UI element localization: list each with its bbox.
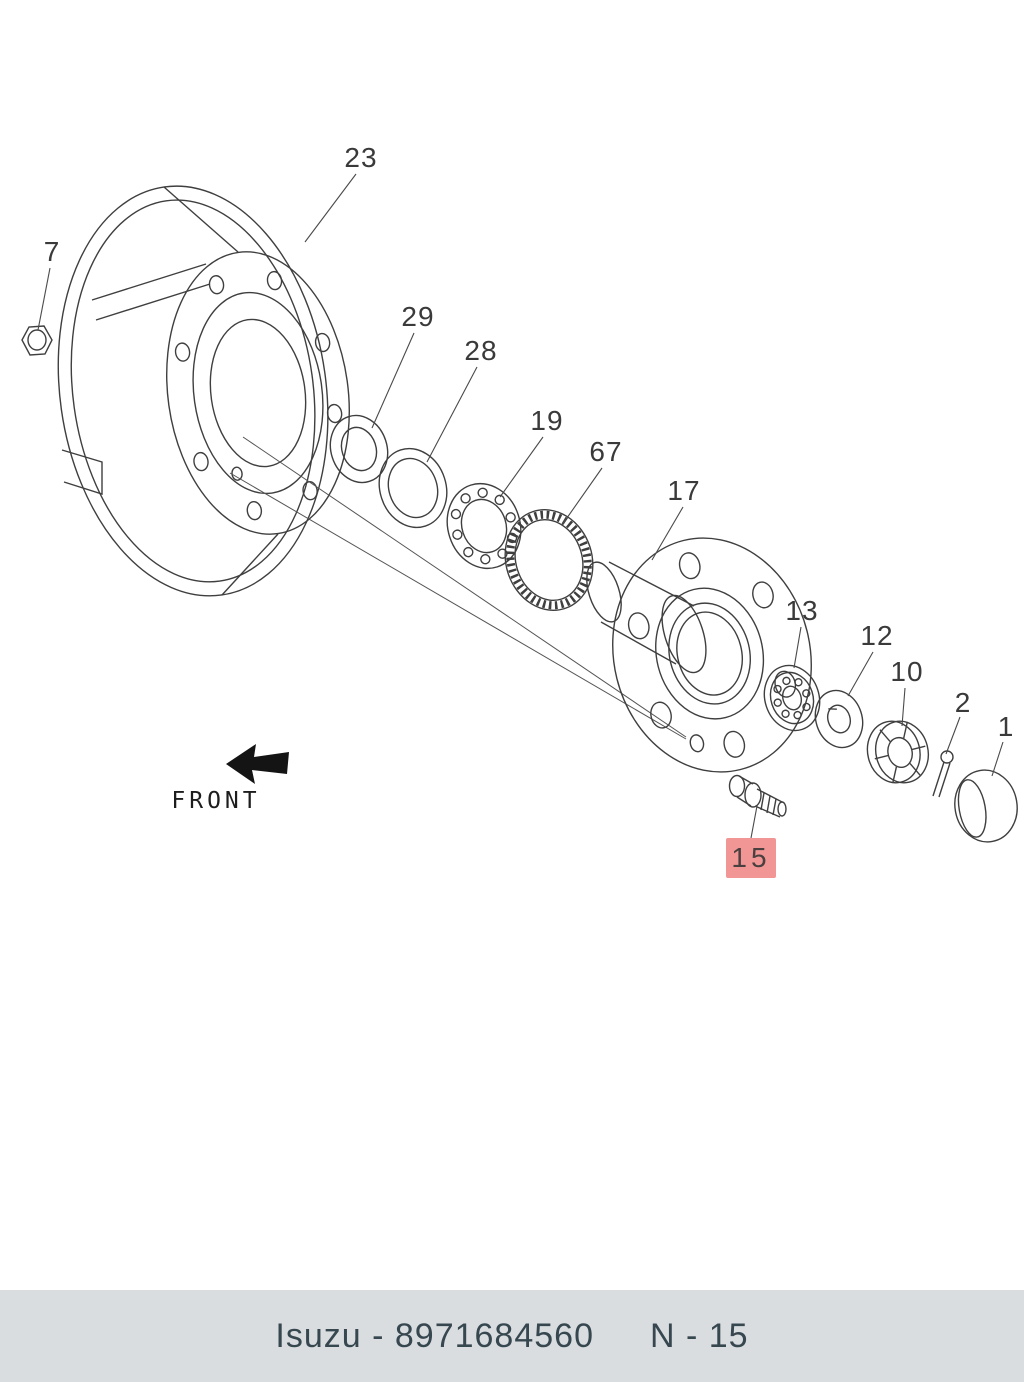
footer-catalog-text: Isuzu - 8971684560 <box>275 1316 594 1355</box>
alignment-lines <box>229 436 687 740</box>
part-label-15-highlighted: 15 <box>726 838 776 878</box>
part-label-2: 2 <box>954 687 972 718</box>
inner-bearing-drawing <box>446 482 522 570</box>
lock-nut-drawing <box>866 720 930 784</box>
part-label-12: 12 <box>860 620 894 651</box>
lock-washer-drawing <box>814 689 864 749</box>
race-ring-drawing <box>378 447 448 529</box>
brake-drum-drawing <box>57 185 350 597</box>
nut-drawing <box>21 325 53 356</box>
exploded-view-drawing <box>21 173 1018 843</box>
outer-bearing-drawing <box>763 664 821 732</box>
part-label-1: 1 <box>997 711 1015 742</box>
part-label-17: 17 <box>667 475 701 506</box>
part-label-19: 19 <box>530 405 564 436</box>
part-label-29: 29 <box>401 301 435 332</box>
part-label-28: 28 <box>464 335 498 366</box>
footer-bar: Isuzu - 8971684560 N - 15 <box>0 1290 1024 1382</box>
part-label-13: 13 <box>785 595 819 626</box>
part-label-67: 67 <box>589 436 623 467</box>
abs-ring-drawing <box>504 509 594 611</box>
part-label-23: 23 <box>344 142 378 173</box>
diagram-canvas: 23 7 29 28 19 67 17 13 12 10 2 1 15 FRON… <box>21 142 1018 878</box>
front-direction-label: FRONT <box>171 788 261 814</box>
wheel-stud-drawing <box>728 774 787 818</box>
part-label-10: 10 <box>890 656 924 687</box>
seal-ring-drawing <box>329 414 389 484</box>
cotter-pin-drawing <box>932 750 954 798</box>
leader-lines <box>37 173 1004 839</box>
wheel-hub-drawing <box>586 537 812 773</box>
part-label-7: 7 <box>43 236 61 267</box>
front-arrow-icon <box>226 744 289 784</box>
footer-page-ref: N - 15 <box>649 1316 749 1355</box>
hub-cap-drawing <box>954 769 1018 843</box>
